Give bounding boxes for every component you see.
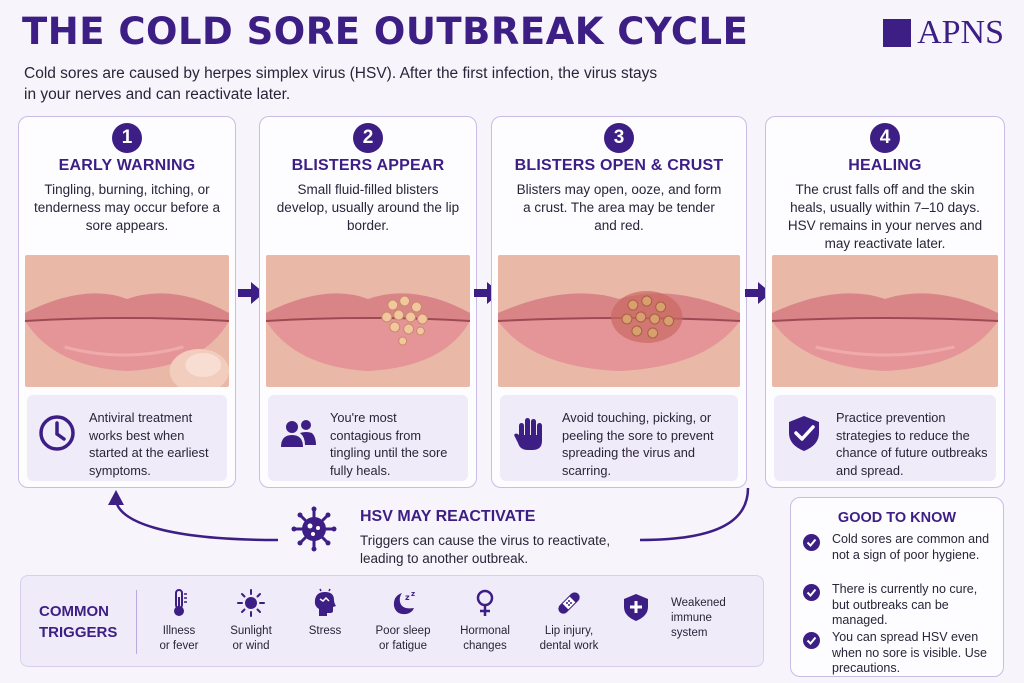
arrow-right-icon bbox=[745, 282, 771, 304]
good-to-know-item: Cold sores are common and not a sign of … bbox=[803, 532, 995, 563]
check-circle-icon bbox=[803, 534, 820, 551]
stage-card-blisters-appear: 2 BLISTERS APPEAR Small fluid-filled bli… bbox=[259, 116, 477, 488]
page-title: THE COLD SORE OUTBREAK CYCLE bbox=[22, 10, 749, 53]
stage-description: Small fluid-filled blisters develop, usu… bbox=[276, 182, 460, 233]
logo-text: APNS bbox=[917, 14, 1004, 51]
triggers-label: COMMON TRIGGERS bbox=[39, 603, 118, 641]
stage-number: 4 bbox=[870, 123, 900, 153]
trigger-stress: Stress bbox=[287, 588, 363, 639]
stress-head-icon bbox=[314, 588, 336, 616]
arrow-right-icon bbox=[238, 282, 264, 304]
stage-title: BLISTERS OPEN & CRUST bbox=[514, 157, 724, 174]
check-circle-icon bbox=[803, 584, 820, 601]
tip-box: Avoid touching, picking, or peeling the … bbox=[500, 395, 738, 481]
divider bbox=[136, 590, 137, 654]
stage-card-early-warning: 1 EARLY WARNING Tingling, burning, itchi… bbox=[18, 116, 236, 488]
good-to-know-panel: GOOD TO KNOW Cold sores are common and n… bbox=[790, 497, 1004, 677]
sun-icon bbox=[237, 589, 265, 617]
trigger-illness: Illness or fever bbox=[141, 588, 217, 654]
female-symbol-icon bbox=[476, 589, 494, 616]
shield-plus-icon bbox=[624, 594, 648, 621]
logo-mark bbox=[883, 19, 912, 47]
logo: APNS bbox=[883, 16, 1004, 50]
trigger-hormonal: Hormonal changes bbox=[447, 588, 523, 654]
stage-card-healing: 4 HEALING The crust falls off and the sk… bbox=[765, 116, 1005, 488]
reactivation-loop-right-arrow bbox=[639, 487, 750, 542]
shield-check-icon bbox=[789, 416, 819, 451]
stage-title: BLISTERS APPEAR bbox=[291, 157, 445, 174]
tip-box: Antiviral treatment works best when star… bbox=[27, 395, 227, 481]
moon-sleep-icon: z z bbox=[393, 590, 415, 615]
lips-photo bbox=[25, 255, 229, 387]
stage-description: Blisters may open, ooze, and form a crus… bbox=[516, 182, 722, 233]
lips-photo-crust bbox=[498, 255, 740, 387]
bandage-icon bbox=[558, 592, 580, 614]
intro-text: Cold sores are caused by herpes simplex … bbox=[24, 65, 658, 103]
tip-text: Practice prevention strategies to reduce… bbox=[836, 410, 988, 478]
stage-title: HEALING bbox=[848, 157, 922, 174]
hand-stop-icon bbox=[514, 418, 542, 450]
thermometer-icon bbox=[174, 589, 187, 616]
tip-box: You're most contagious from tingling unt… bbox=[268, 395, 468, 481]
check-circle-icon bbox=[803, 632, 820, 649]
good-to-know-item: There is currently no cure, but outbreak… bbox=[803, 582, 995, 629]
reactivate-description: Triggers can cause the virus to reactiva… bbox=[360, 533, 611, 566]
trigger-weakened-immune: Weakened immune system bbox=[621, 588, 741, 641]
good-to-know-title: GOOD TO KNOW bbox=[837, 510, 957, 526]
lips-photo-blisters bbox=[266, 255, 470, 387]
trigger-poor-sleep: z z Poor sleep or fatigue bbox=[375, 590, 431, 652]
stage-number: 1 bbox=[112, 123, 142, 153]
stage-title: EARLY WARNING bbox=[58, 157, 196, 174]
tip-text: Avoid touching, picking, or peeling the … bbox=[562, 410, 714, 478]
trigger-lip-injury: Lip injury, dental work bbox=[531, 588, 607, 654]
svg-text:z: z bbox=[405, 593, 410, 602]
stage-number: 2 bbox=[353, 123, 383, 153]
lips-photo-healed bbox=[772, 255, 998, 387]
virus-icon bbox=[291, 506, 337, 552]
trigger-sunlight: Sunlight or wind bbox=[213, 588, 289, 654]
reactivation-loop-left-arrow bbox=[114, 499, 279, 542]
stage-description: The crust falls off and the skin heals, … bbox=[787, 182, 983, 251]
good-to-know-item: You can spread HSV even when no sore is … bbox=[803, 630, 995, 677]
stage-card-blisters-open-crust: 3 BLISTERS OPEN & CRUST Blisters may ope… bbox=[491, 116, 747, 488]
stage-number: 3 bbox=[604, 123, 634, 153]
common-triggers-panel: COMMON TRIGGERS Illness or fever Sunligh… bbox=[20, 575, 764, 667]
tip-box: Practice prevention strategies to reduce… bbox=[774, 395, 996, 481]
tip-text: You're most contagious from tingling unt… bbox=[330, 410, 448, 478]
people-icon bbox=[281, 420, 316, 447]
stage-description: Tingling, burning, itching, or tendernes… bbox=[33, 182, 221, 233]
svg-text:z: z bbox=[411, 590, 415, 598]
reactivation-arrowhead bbox=[108, 490, 124, 505]
clock-icon bbox=[39, 415, 75, 451]
tip-text: Antiviral treatment works best when star… bbox=[89, 410, 209, 478]
reactivate-title: HSV MAY REACTIVATE bbox=[360, 508, 536, 525]
